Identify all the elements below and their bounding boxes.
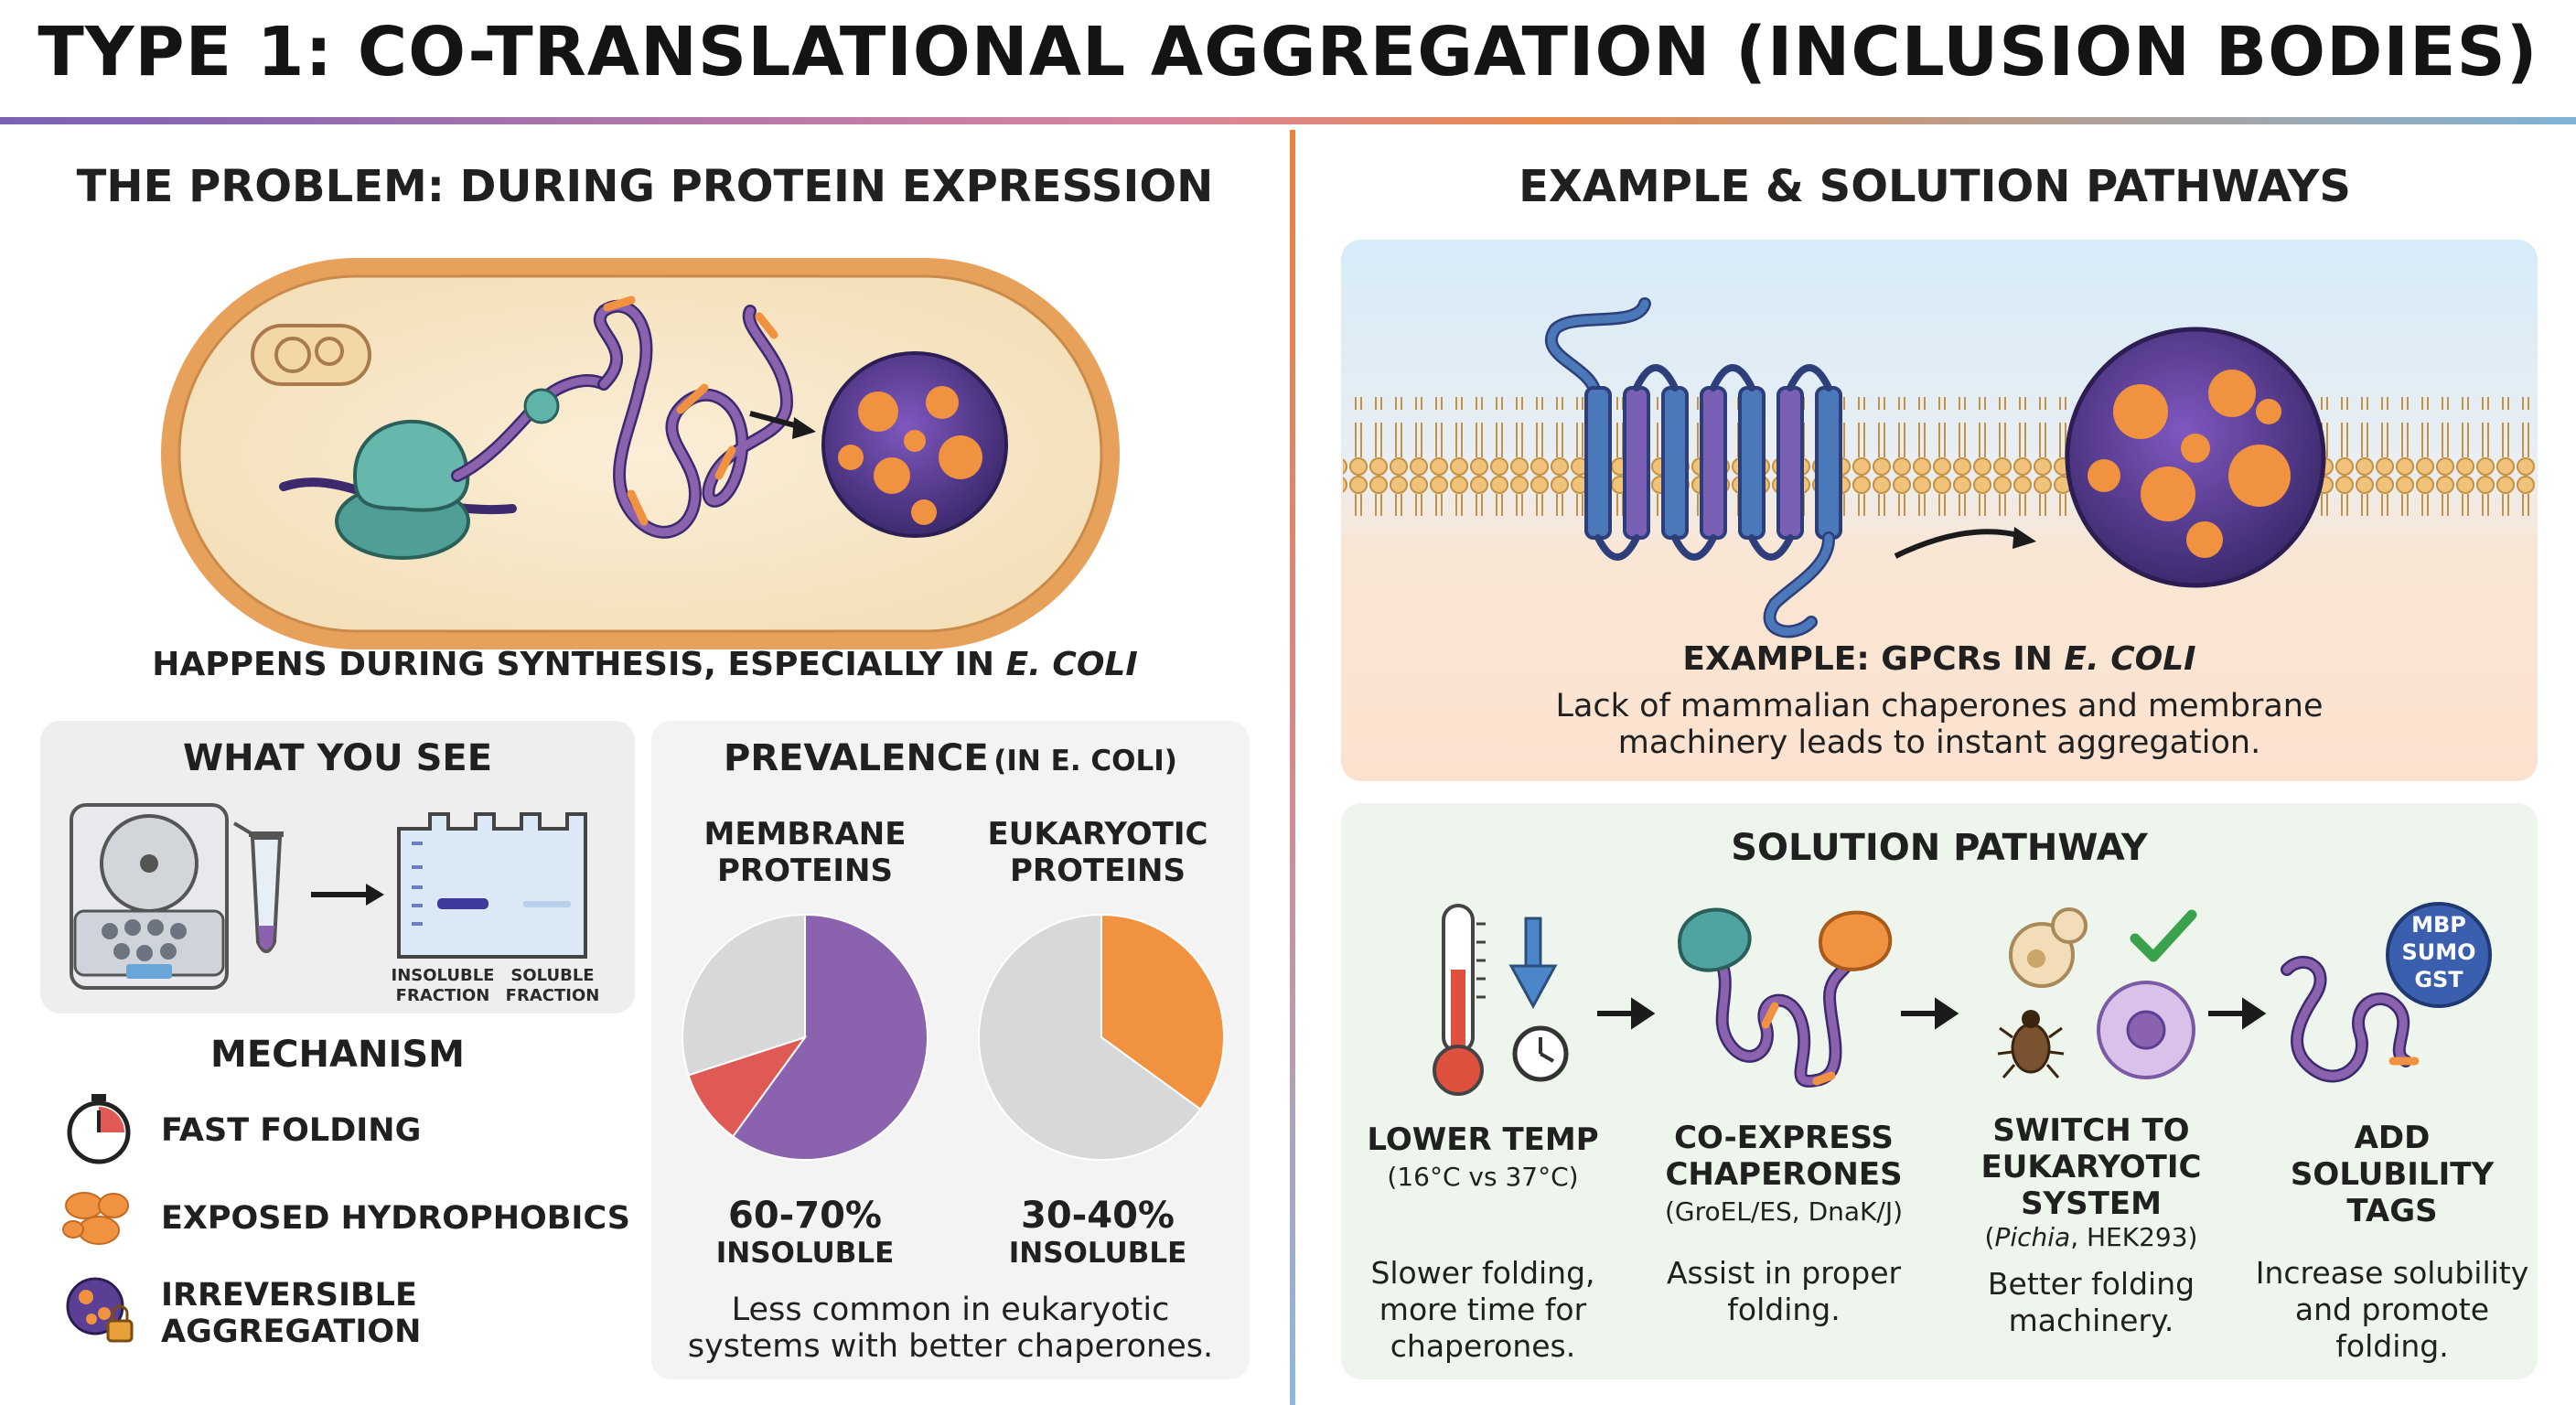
centrifuge-icon [70,803,229,990]
pie-eukaryotic-slice-0 [1100,913,1225,1111]
pie-membrane-slice-1 [687,1035,808,1138]
soluble-band [523,901,571,907]
mechanism-exposed-hydrophobics: EXPOSED HYDROPHOBICS [161,1200,630,1237]
gel-icon [397,812,587,959]
tag-mbp: MBP [2411,912,2466,938]
page-title: TYPE 1: CO-TRANSLATIONAL AGGREGATION (IN… [38,13,2538,91]
title-underline [0,117,2576,124]
example-text: Lack of mammalian chaperones and membran… [1555,688,2324,761]
inclusion-body-aggregate [821,351,1008,538]
thermometer-icon [1433,904,1486,1096]
checkmark-icon [2130,909,2197,962]
mechanism-fast-folding: FAST FOLDING [161,1112,422,1149]
prevalence-heading: PREVALENCE (IN E. COLI) [724,737,1177,779]
plasmid-icon [251,324,371,386]
step-chaperones-sub: (GroEL/ES, DnaK/J) [1664,1196,1904,1227]
tag-sumo: SUMO [2401,939,2476,965]
microtube-icon [232,821,284,953]
step-eukaryotic-sub: (Pichia, HEK293) [1984,1222,2198,1252]
pie-membrane-sub: INSOLUBLE [715,1237,895,1270]
synthesis-caption: HAPPENS DURING SYNTHESIS, ESPECIALLY IN … [37,646,1253,683]
chaperones-icon [1677,907,1893,1088]
pie-membrane-value: 60-70% [727,1195,882,1237]
pathway-arrows [1597,997,2267,1030]
hydrophobic-blobs-icon [62,1192,129,1245]
solution-panel [1341,803,2538,1379]
pie-eukaryotic-sub: INSOLUBLE [1008,1237,1187,1270]
stopwatch-icon [67,1094,131,1164]
insect-icon [1997,1010,2065,1078]
locked-aggregate-icon [66,1277,134,1343]
column-divider [1290,130,1295,1405]
step-lower-temp-sub: (16°C vs 37°C) [1387,1162,1579,1192]
pie-membrane-slice-0 [731,913,928,1161]
pie-eukaryotic-title: EUKARYOTIC PROTEINS [987,816,1208,889]
lipid-bilayer [1343,397,2536,516]
example-solution-heading: EXAMPLE & SOLUTION PATHWAYS [1519,161,2351,212]
caption-text: HAPPENS DURING SYNTHESIS, ESPECIALLY IN [152,646,1006,683]
what-you-see-heading: WHAT YOU SEE [182,737,493,779]
example-label: EXAMPLE: GPCRs IN E. COLI [1682,640,2196,678]
ribosome-icon [335,419,470,560]
mechanism-heading: MECHANISM [210,1034,465,1076]
tag-gst: GST [2414,967,2463,992]
gpcr-aggregate [2065,327,2326,588]
pie-eukaryotic-value: 30-40% [1020,1195,1175,1237]
gpcr-aggregation-arrow [1894,529,2023,559]
eukaryotic-cells-icon [1997,907,2197,1079]
pie-membrane-slice-2 [682,913,806,1077]
tag-labels: MBP SUMO GST [2388,911,2490,993]
insoluble-band [437,898,488,909]
caption-ecoli: E. COLI [1005,646,1138,683]
clock-icon [1512,1025,1569,1082]
step-lower-temp-title: LOWER TEMP [1367,1121,1599,1158]
solubility-tag-icon [2281,902,2492,1083]
problem-heading: THE PROBLEM: DURING PROTEIN EXPRESSION [76,161,1214,212]
down-arrow-icon [1508,917,1558,1010]
gpcr-receptor-icon [1545,297,1842,638]
solution-heading: SOLUTION PATHWAY [1731,827,2148,869]
pie-membrane-title: MEMBRANE PROTEINS [703,816,907,889]
pie-eukaryotic-slice-1 [978,913,1202,1161]
